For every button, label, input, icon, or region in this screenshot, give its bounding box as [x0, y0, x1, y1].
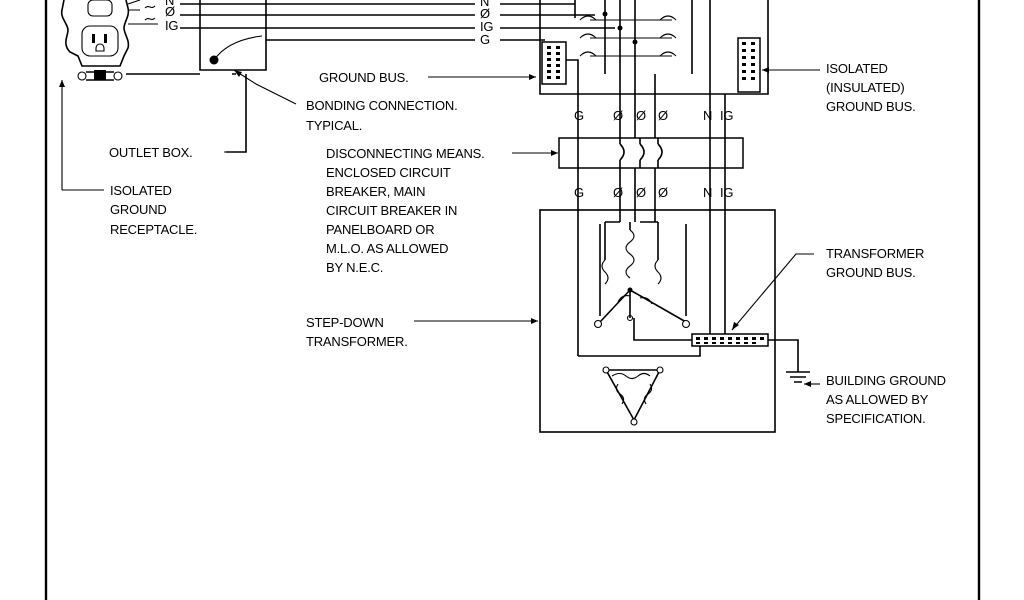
label-n-upper: N [703, 108, 712, 123]
label-phase-b-lower: Ø [636, 185, 646, 200]
outlet-box [199, 0, 267, 71]
callout-step-down-transformer: STEP-DOWN TRANSFORMER. [306, 315, 408, 349]
label-phase-a-upper: Ø [613, 108, 623, 123]
building-ground-label-2: AS ALLOWED BY [826, 392, 929, 407]
feeder-wires [180, 3, 615, 41]
building-ground [768, 339, 810, 383]
receptacle-label-3: RECEPTACLE. [110, 222, 197, 237]
callout-disconnecting-means: DISCONNECTING MEANS. ENCLOSED CIRCUIT BR… [326, 146, 485, 275]
callout-isolated-ground-receptacle: ISOLATED GROUND RECEPTACLE. [110, 183, 197, 237]
label-n-lower: N [703, 185, 712, 200]
isolated-ground-bus-label-3: GROUND BUS. [826, 99, 916, 114]
step-down-label-2: TRANSFORMER. [306, 334, 408, 349]
disconnect-label-2: ENCLOSED CIRCUIT [326, 165, 451, 180]
label-ig-lower: IG [720, 185, 733, 200]
wire-label-ig-right: IG [480, 19, 493, 34]
receptacle-label-2: GROUND [110, 202, 167, 217]
step-down-label-1: STEP-DOWN [306, 315, 384, 330]
disconnect-label-7: BY N.E.C. [326, 260, 383, 275]
transformer-ground-bus-label-2: GROUND BUS. [826, 265, 916, 280]
transformer-ground-bus-label-1: TRANSFORMER [826, 246, 924, 261]
label-phase-b-upper: Ø [636, 108, 646, 123]
step-down-transformer [539, 209, 776, 433]
feeder-wire-labels: N Ø IG G [480, 0, 494, 47]
bonding-connection-label-2: TYPICAL. [306, 118, 362, 133]
label-phase-c-lower: Ø [658, 185, 668, 200]
wire-label-n-right: N [480, 0, 489, 9]
label-ig-upper: IG [720, 108, 733, 123]
disconnect-label-4: CIRCUIT BREAKER IN [326, 203, 457, 218]
sheet-border [44, 0, 981, 600]
disconnect-label-1: DISCONNECTING MEANS. [326, 146, 485, 161]
leader-arrowheads [59, 67, 811, 387]
receptacle-terminal-wires [127, 0, 158, 25]
disconnecting-means [558, 137, 744, 169]
disconnect-label-3: BREAKER, MAIN [326, 184, 425, 199]
label-phase-c-upper: Ø [658, 108, 668, 123]
label-g-lower: G [574, 185, 584, 200]
receptacle-label-1: ISOLATED [110, 183, 172, 198]
disconnect-label-6: M.L.O. AS ALLOWED [326, 241, 448, 256]
callout-bonding-connection: BONDING CONNECTION. TYPICAL. [306, 98, 458, 133]
outlet-ground-return [126, 73, 247, 153]
wire-label-phase-right: Ø [480, 6, 490, 21]
label-g-upper: G [574, 108, 584, 123]
label-phase-a-lower: Ø [613, 185, 623, 200]
tick-marks [144, 5, 156, 21]
bonding-connection-label-1: BONDING CONNECTION. [306, 98, 457, 113]
wire-label-g-right: G [480, 32, 490, 47]
wire-label-n-left: N [165, 0, 174, 8]
building-ground-label-3: SPECIFICATION. [826, 411, 926, 426]
ground-bus-label: GROUND BUS. [319, 70, 409, 85]
callout-outlet-box: OUTLET BOX. [109, 145, 193, 160]
isolated-ground-bus-label-1: ISOLATED [826, 61, 888, 76]
callout-building-ground: BUILDING GROUND AS ALLOWED BY SPECIFICAT… [826, 373, 946, 426]
callout-ground-bus: GROUND BUS. [319, 70, 409, 85]
disconnect-label-5: PANELBOARD OR [326, 222, 434, 237]
conductor-labels-lower: G Ø Ø Ø N IG [574, 185, 734, 200]
isolated-ground-receptacle [60, 0, 130, 81]
panelboard [539, 0, 769, 95]
isolated-ground-bus-label-2: (INSULATED) [826, 80, 904, 95]
callout-transformer-ground-bus: TRANSFORMER GROUND BUS. [826, 246, 924, 280]
outlet-box-label: OUTLET BOX. [109, 145, 193, 160]
callout-isolated-ground-bus: ISOLATED (INSULATED) GROUND BUS. [826, 61, 916, 114]
building-ground-label-1: BUILDING GROUND [826, 373, 946, 388]
wire-label-phase-left: Ø [165, 4, 175, 19]
leader-lines [61, 69, 820, 385]
wire-label-ig-left: IG [165, 18, 178, 33]
receptacle-wire-labels: N Ø IG [165, 0, 179, 33]
conductor-labels-upper: G Ø Ø Ø N IG [574, 108, 734, 123]
